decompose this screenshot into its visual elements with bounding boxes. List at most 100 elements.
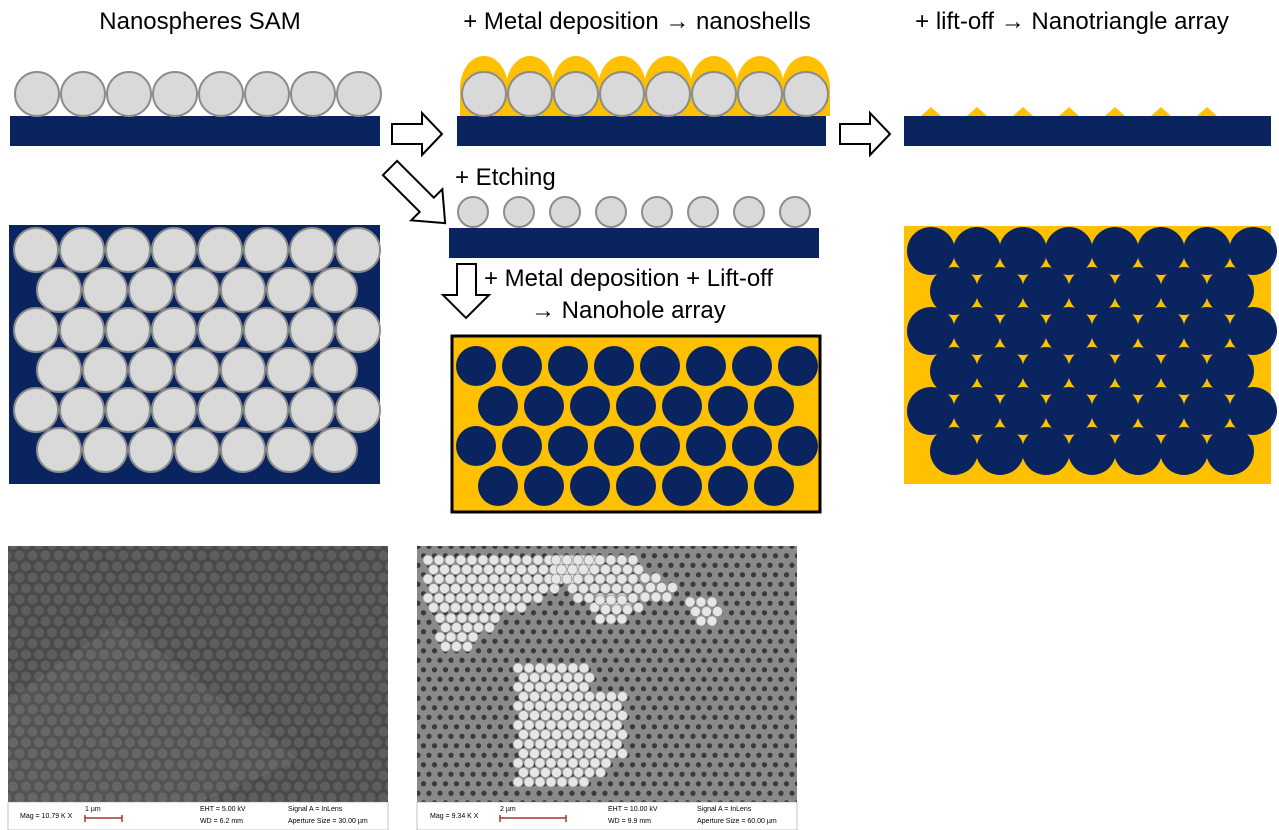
scale-bar — [499, 815, 567, 822]
sem-sphere — [551, 767, 562, 778]
nanosphere — [289, 387, 335, 433]
sem-sphere — [600, 719, 612, 731]
sem-sphere — [422, 573, 434, 585]
nanosphere — [36, 267, 82, 313]
sem-sphere — [540, 767, 551, 778]
arrow-right-icon — [391, 110, 444, 158]
nanohole — [456, 426, 496, 466]
sem-sphere — [461, 602, 472, 613]
nanosphere — [13, 387, 59, 433]
nanosphere — [641, 196, 673, 228]
gold-triangle — [921, 107, 941, 116]
sem-sphere — [667, 582, 678, 593]
sem-sphere — [433, 592, 445, 604]
label-nanohole-line1: + Metal deposition + Lift-off — [484, 265, 773, 292]
sem-sphere — [434, 631, 446, 643]
sem-sphere — [578, 681, 590, 693]
nanosphere-shadow — [953, 387, 1001, 435]
sem-sphere — [605, 554, 617, 566]
sem-sphere — [645, 582, 656, 593]
nanosphere-shadow — [1022, 427, 1070, 475]
sem-sphere — [633, 602, 644, 613]
sem-sphere — [472, 564, 483, 575]
nanohole — [594, 426, 634, 466]
sem-sphere — [611, 719, 623, 731]
label-nanospheres-sam: Nanospheres SAM — [99, 8, 300, 35]
sem-sphere — [505, 602, 516, 613]
nanosphere — [197, 387, 243, 433]
sem-aperture: Aperture Size = 60.00 µm — [697, 818, 777, 825]
nanosphere-shadow — [1091, 307, 1139, 355]
gold-triangle — [967, 107, 987, 116]
sem-sphere — [616, 554, 628, 566]
nanosphere — [289, 227, 335, 273]
nanosphere — [82, 427, 128, 473]
sem-sphere — [440, 641, 451, 652]
sem-sphere — [595, 767, 606, 778]
sem-sphere — [578, 662, 590, 674]
sem-sphere — [605, 613, 617, 625]
sem-sphere — [606, 691, 617, 702]
nanosphere — [105, 227, 151, 273]
sem-mag: Mag = 9.34 K X — [430, 813, 479, 820]
gold-triangle — [1197, 107, 1217, 116]
sem-sphere — [650, 572, 662, 584]
sem-scale-label: 2 µm — [500, 806, 516, 813]
sem-sphere — [594, 594, 606, 606]
sem-sphere — [600, 604, 611, 615]
nanosphere — [106, 71, 152, 117]
nanoshells-side-view — [457, 56, 830, 146]
nanohole — [662, 386, 702, 426]
sem-sphere — [650, 591, 662, 603]
sem-sphere — [573, 691, 584, 702]
nanohole — [662, 466, 702, 506]
sem-sphere — [523, 757, 535, 769]
sem-sphere — [589, 738, 601, 750]
sem-sphere — [529, 748, 540, 759]
sem-image-etched: Mag = 9.34 K X 2 µm EHT = 10.00 kV WD = … — [416, 546, 798, 830]
sem-sphere — [633, 564, 644, 575]
sem-sphere — [594, 554, 606, 566]
sem-sphere — [434, 612, 446, 624]
nanosphere-shadow — [1022, 267, 1070, 315]
sem-sphere — [600, 583, 611, 594]
sem-sphere — [573, 767, 584, 778]
nanosphere — [599, 71, 645, 117]
sem-sphere — [428, 602, 439, 613]
sem-sphere — [578, 776, 590, 788]
sem-eht: EHT = 5.00 kV — [200, 806, 246, 813]
sem-sphere — [600, 757, 612, 769]
sem-sphere — [545, 719, 557, 731]
sem-sphere — [567, 564, 578, 575]
nanosphere-shadow — [930, 267, 978, 315]
sem-scale-label: 1 µm — [85, 806, 101, 813]
sem-sphere — [695, 596, 707, 608]
sem-sphere — [540, 748, 551, 759]
nanohole — [708, 466, 748, 506]
sem-sphere — [512, 719, 524, 731]
sem-sphere — [473, 622, 484, 633]
sem-sphere — [578, 757, 590, 769]
nanosphere — [220, 347, 266, 393]
sem-sphere — [516, 602, 527, 613]
gold-triangles — [921, 107, 1217, 116]
nanosphere — [151, 387, 197, 433]
nanosphere — [266, 347, 312, 393]
nanosphere — [151, 307, 197, 353]
nanosphere — [335, 387, 381, 433]
sem-sphere — [467, 631, 479, 643]
sem-sphere — [572, 573, 584, 585]
sem-sphere — [617, 729, 628, 740]
sem-sphere — [584, 729, 595, 740]
sem-sphere — [584, 748, 595, 759]
sem-sphere — [488, 554, 500, 566]
sem-sphere — [455, 554, 467, 566]
sem-sphere — [534, 719, 546, 731]
nanosphere-shadow — [1183, 307, 1231, 355]
sem-sphere — [589, 602, 600, 613]
sem-sphere — [428, 583, 439, 594]
sem-sphere — [545, 662, 557, 674]
sem-sphere — [567, 583, 578, 594]
sem-sphere — [444, 573, 456, 585]
sem-sphere — [595, 710, 606, 721]
